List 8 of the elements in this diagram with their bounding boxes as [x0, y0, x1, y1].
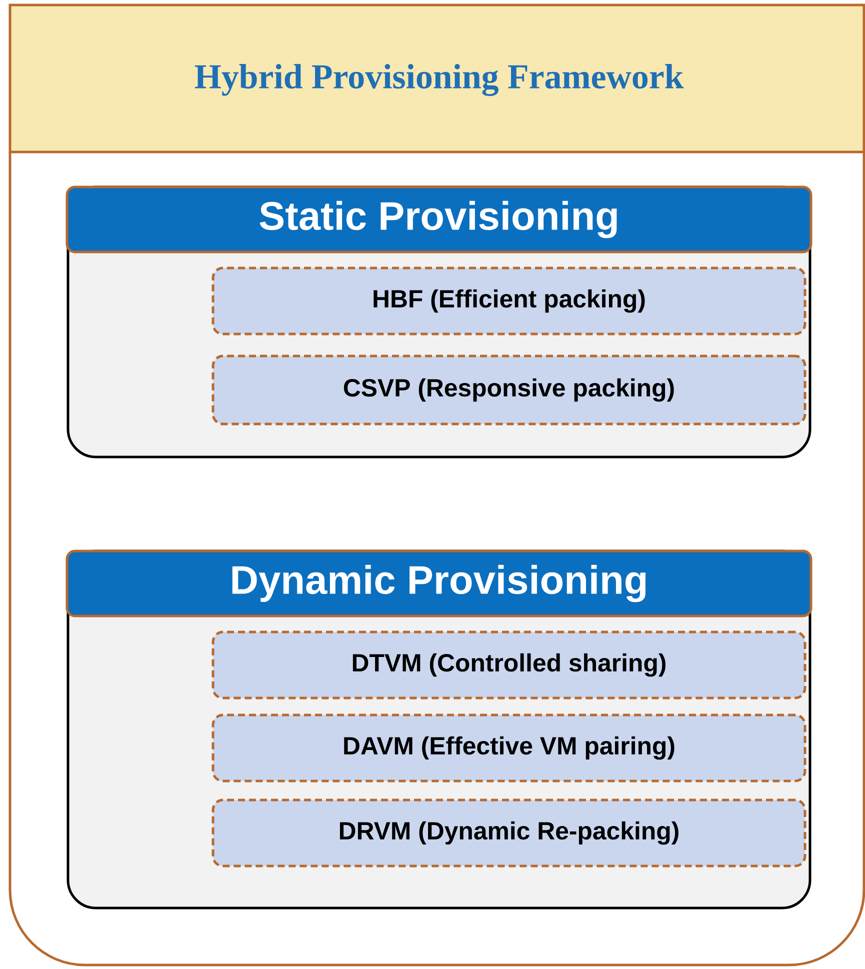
panel-header: Static Provisioning [66, 186, 812, 254]
method-box: DRVM (Dynamic Re-packing) [212, 798, 806, 868]
method-box: DAVM (Effective VM pairing) [212, 714, 806, 782]
method-box: CSVP (Responsive packing) [212, 354, 806, 426]
title-band: Hybrid Provisioning Framework [8, 4, 865, 154]
panel-header: Dynamic Provisioning [66, 550, 812, 618]
method-box: HBF (Efficient packing) [212, 266, 806, 336]
method-box: DTVM (Controlled sharing) [212, 630, 806, 700]
